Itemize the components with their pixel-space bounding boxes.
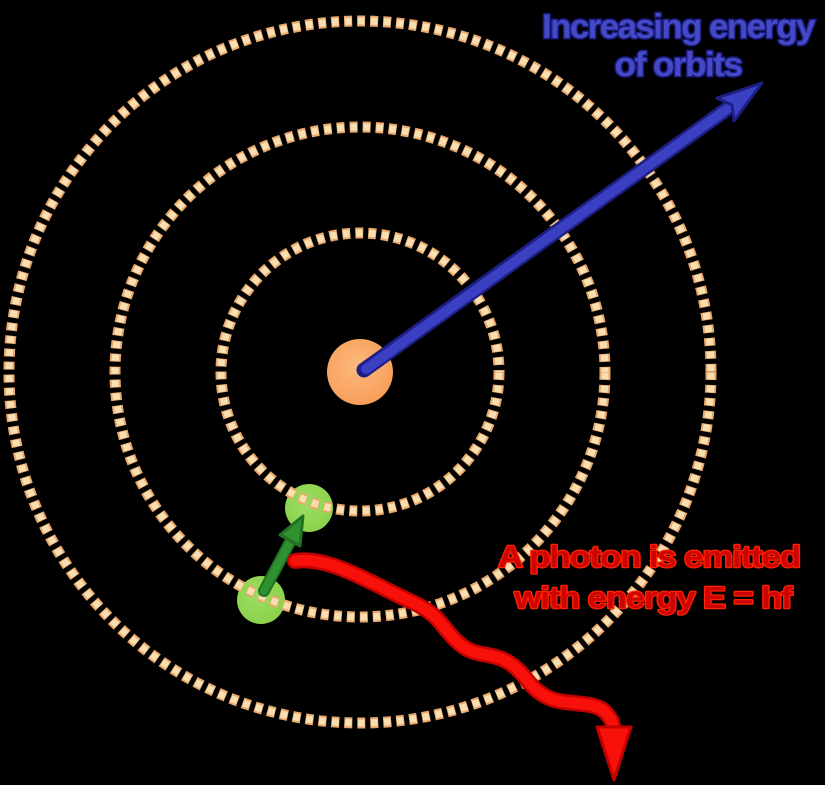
transition-arrow: [258, 514, 305, 597]
energy-arrowhead-icon: [715, 81, 764, 123]
photon-wave-line: [289, 554, 619, 734]
orbit-inner-dash: [217, 229, 503, 515]
transition-arrow-shaft: [260, 538, 294, 595]
energy-arrow: [356, 81, 764, 378]
energy-label-line1: Increasing energy: [542, 8, 816, 46]
photon-label-line1: A photon is emitted: [498, 539, 800, 574]
orbit-middle-dash: [111, 123, 609, 621]
orbit-outer-dash: [5, 17, 715, 727]
orbit-middle: [109, 121, 611, 623]
energy-label: Increasing energy of orbits: [541, 7, 819, 86]
orbit-outer: [3, 15, 717, 729]
energy-label-line2: of orbits: [615, 46, 743, 84]
energy-arrow-shaft: [361, 104, 732, 374]
photon-label-line2: with energy E = hf: [513, 580, 793, 615]
photon-label: A photon is emitted with energy E = hf: [497, 538, 803, 617]
transition-arrowhead-icon: [278, 514, 305, 548]
orbit-inner: [215, 227, 505, 517]
photon-wave: [287, 552, 633, 782]
photon-arrowhead-icon: [595, 725, 633, 782]
